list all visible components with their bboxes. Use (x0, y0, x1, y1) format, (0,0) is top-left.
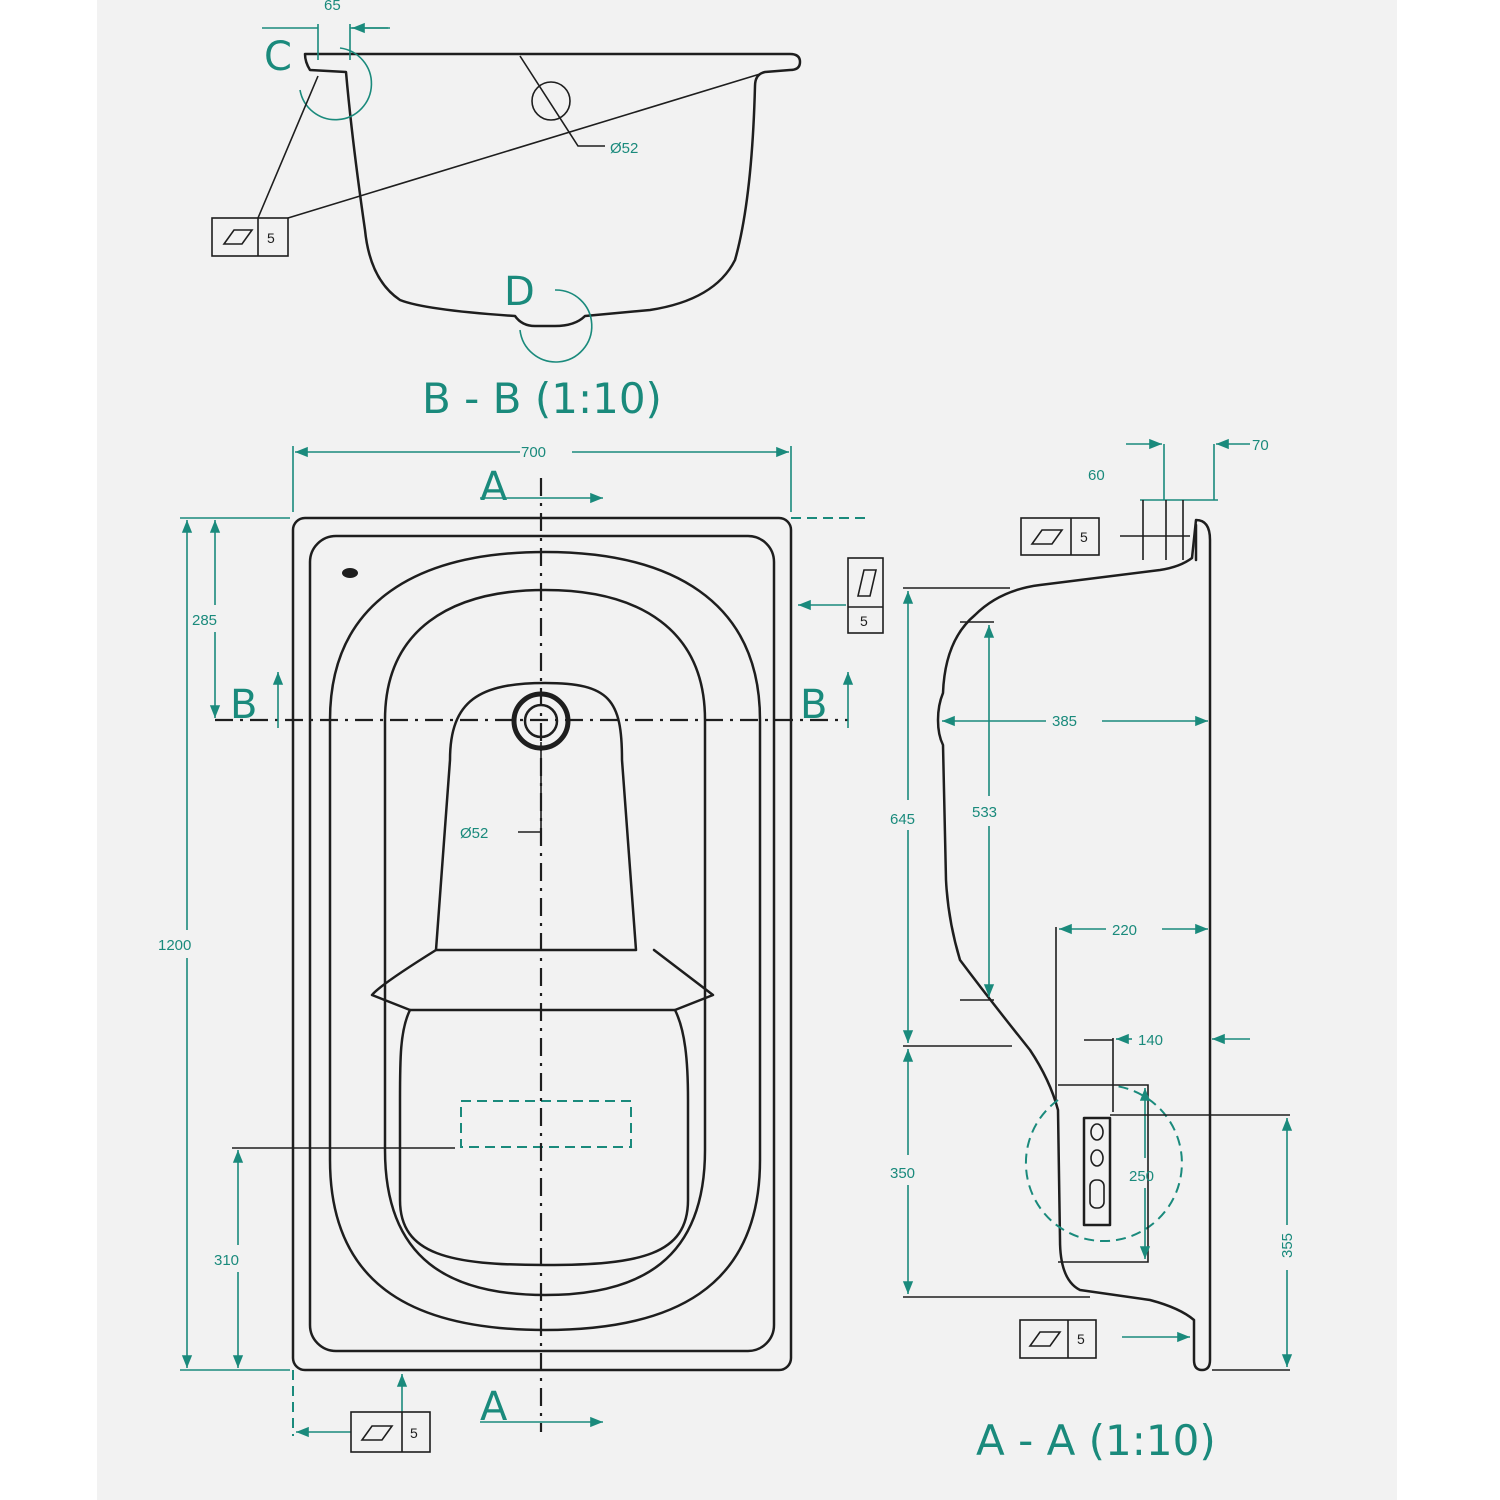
detail-c-label: C (264, 34, 292, 80)
side-dim-355: 355 (1279, 1233, 1296, 1258)
flatness-icon (360, 1425, 394, 1441)
side-dim-533: 533 (972, 804, 997, 821)
tolerance-box-bb: 5 (211, 217, 289, 257)
tolerance-value: 5 (860, 613, 868, 629)
overflow-hole (342, 568, 358, 578)
plan-dim-hole: Ø52 (460, 825, 488, 842)
flatness-icon (222, 229, 254, 245)
section-aa-title: A - A (1:10) (976, 1416, 1216, 1465)
mounting-bracket (1082, 1116, 1112, 1227)
tolerance-value: 5 (267, 230, 275, 246)
flatness-icon (1028, 1331, 1062, 1347)
section-b-b: 65 Ø52 5 C D B - B (1:10) (211, 0, 802, 423)
flatness-icon (1030, 529, 1064, 545)
plan-dim-285: 285 (192, 612, 217, 629)
section-bb-title: B - B (1:10) (422, 374, 662, 423)
tolerance-box-side-bottom: 5 (1019, 1319, 1097, 1359)
side-dim-140: 140 (1138, 1032, 1163, 1049)
side-dim-385: 385 (1052, 713, 1077, 730)
side-dim-70: 70 (1252, 437, 1269, 454)
tolerance-value: 5 (410, 1425, 418, 1441)
plan-dim-1200: 1200 (158, 937, 191, 954)
plan-view: A A B B 700 1200 285 310 Ø52 5 (158, 444, 884, 1453)
marker-b-right: B (800, 682, 827, 728)
side-dim-350: 350 (890, 1165, 915, 1182)
label-area (460, 1100, 632, 1148)
tolerance-box-side-top: 5 (1020, 517, 1100, 556)
section-bb-dim-65: 65 (324, 0, 341, 14)
detail-d-label: D (504, 269, 535, 315)
tolerance-value: 5 (1080, 529, 1088, 545)
flatness-icon (856, 569, 878, 597)
side-dim-250: 250 (1129, 1168, 1154, 1185)
side-dim-645: 645 (890, 811, 915, 828)
drawing-sheet (97, 0, 1397, 1500)
plan-dim-310: 310 (214, 1252, 239, 1269)
tolerance-value: 5 (1077, 1331, 1085, 1347)
marker-b-left: B (230, 682, 257, 728)
tolerance-box-plan-right: 5 (847, 557, 884, 634)
marker-a-top: A (480, 464, 508, 510)
section-a-a: 70 60 5 385 645 533 220 140 (890, 437, 1296, 1465)
side-dim-220: 220 (1112, 922, 1137, 939)
section-bb-dim-hole: Ø52 (610, 140, 638, 157)
tolerance-box-plan-bottom: 5 (350, 1411, 431, 1453)
plan-dim-700: 700 (521, 444, 546, 461)
marker-a-bottom: A (480, 1384, 508, 1430)
side-dim-60: 60 (1088, 467, 1105, 484)
